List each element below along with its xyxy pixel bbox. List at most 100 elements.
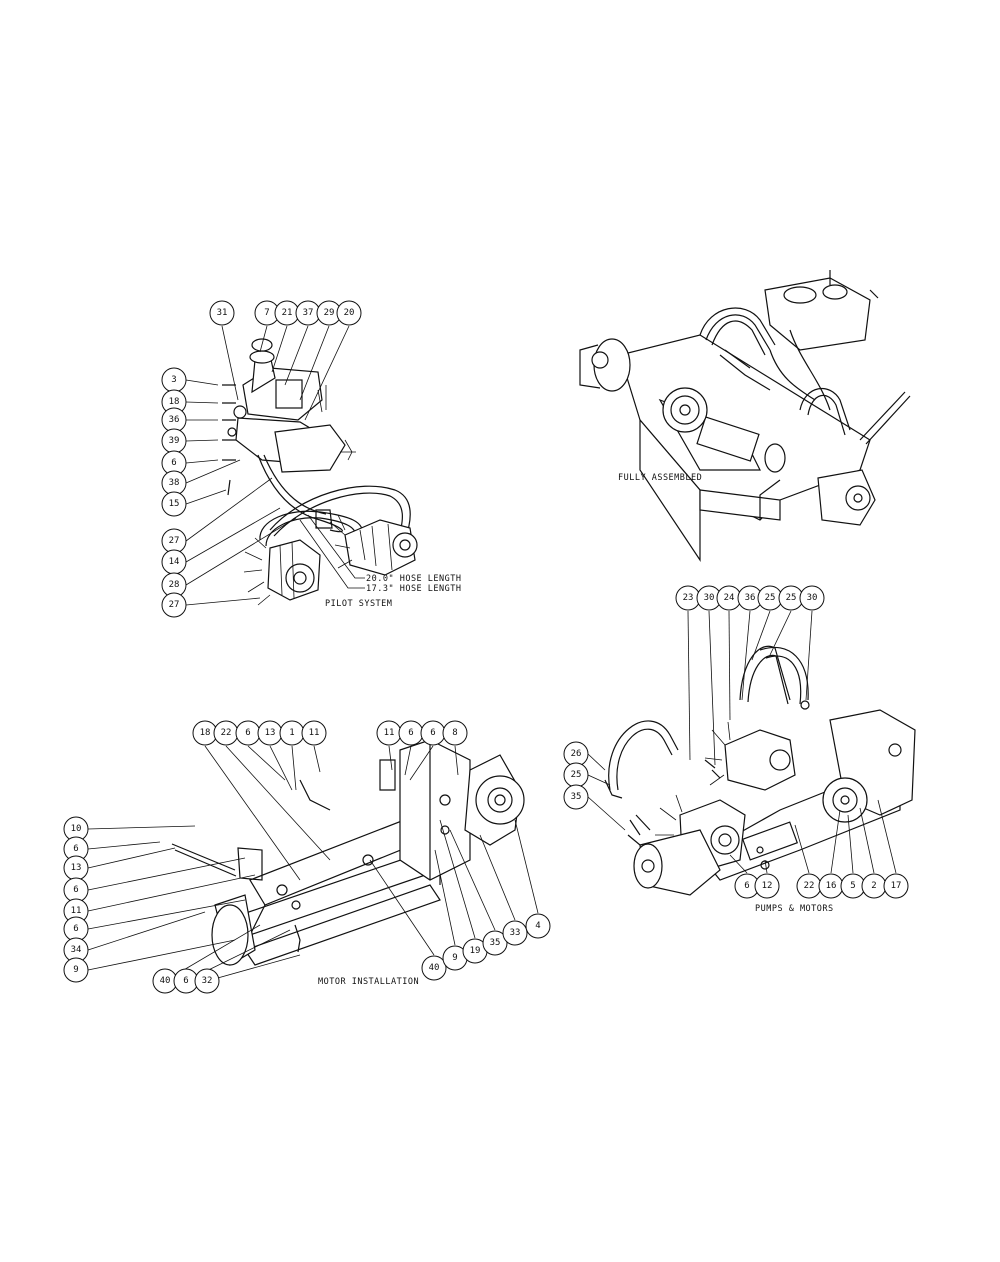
motor-drawing [171,739,525,966]
pumps-callout-bubble: 25 [757,585,783,611]
pumps-callout-number: 23 [683,593,694,603]
motor-callout-number: 13 [265,728,276,738]
pilot-callout-number: 3 [171,375,176,385]
pilot-callout-bubble: 39 [161,428,187,454]
motor-callout-bubble: 6 [235,720,261,746]
pumps-callout-bubble: 23 [675,585,701,611]
motor-callout-number: 32 [202,976,213,986]
motor-callout-bubble: 32 [194,968,220,994]
pilot-callout-number: 27 [169,536,180,546]
pumps-callout-bubble: 35 [563,784,589,810]
motor-callout-number: 11 [384,728,395,738]
pumps-callout-bubble: 17 [883,873,909,899]
pilot-callout-number: 38 [169,478,180,488]
pilot-callout-bubble: 15 [161,491,187,517]
pilot-callout-number: 29 [324,308,335,318]
pumps-callout-bubble: 30 [799,585,825,611]
pilot-callout-number: 6 [171,458,176,468]
motor-callout-bubble: 8 [442,720,468,746]
pilot-callout-bubble: 27 [161,528,187,554]
motor-callout-number: 6 [73,844,78,854]
pumps-callout-bubble: 24 [716,585,742,611]
fully-assembled-view: FULLY ASSEMBLED [579,270,911,562]
pilot-callout-number: 39 [169,436,180,446]
pumps-callout-bubble: 26 [563,741,589,767]
pumps-callout-number: 22 [804,881,815,891]
motor-callout-bubble: 18 [192,720,218,746]
pilot-callout-bubble: 28 [161,572,187,598]
pilot-callout-number: 36 [169,415,180,425]
motor-callout-number: 19 [470,946,481,956]
view-caption-fully-assembled: FULLY ASSEMBLED [618,473,702,483]
view-caption-pilot-system: PILOT SYSTEM [325,599,392,609]
motor-callout-number: 9 [452,953,457,963]
pumps-motors-view: 23 30 24 36 25 25 30 26 25 35 6 12 22 16… [563,585,916,914]
motor-callout-bubble: 1 [279,720,305,746]
motor-callout-number: 6 [183,976,188,986]
motor-callout-bubble: 10 [63,816,89,842]
assembled-drawing [579,270,911,562]
pumps-leaders [587,610,897,874]
pumps-callout-number: 36 [745,593,756,603]
pumps-callout-number: 30 [704,593,715,603]
motor-callout-number: 13 [71,863,82,873]
pumps-drawing [604,645,916,896]
motor-callout-number: 11 [71,906,82,916]
motor-callout-number: 34 [71,945,82,955]
motor-callout-bubble: 11 [301,720,327,746]
motor-callout-bubble: 40 [421,955,447,981]
motor-callout-number: 6 [73,885,78,895]
motor-callout-bubble: 34 [63,937,89,963]
motor-callout-bubble: 40 [152,968,178,994]
motor-callout-bubble: 6 [63,916,89,942]
pumps-callout-bubble: 16 [818,873,844,899]
pilot-system-view: 31 7 21 37 29 20 3 18 36 39 6 38 15 27 1… [161,300,462,618]
pilot-callout-bubble: 38 [161,470,187,496]
pilot-callout-number: 27 [169,600,180,610]
pilot-callout-bubble: 20 [336,300,362,326]
pilot-callout-bubble: 6 [161,450,187,476]
motor-callout-number: 4 [535,921,540,931]
motor-callout-bubble: 13 [63,855,89,881]
motor-callouts: 18 22 6 13 1 11 11 6 6 8 10 6 13 6 11 6 … [63,720,551,994]
pumps-callout-number: 25 [765,593,776,603]
pilot-callout-bubble: 21 [274,300,300,326]
pumps-callout-bubble: 12 [754,873,780,899]
motor-callout-number: 10 [71,824,82,834]
view-caption-motor-installation: MOTOR INSTALLATION [318,977,419,987]
motor-callout-number: 40 [429,963,440,973]
motor-callout-bubble: 6 [420,720,446,746]
motor-callout-bubble: 35 [482,930,508,956]
pilot-callout-number: 15 [169,499,180,509]
motor-callout-number: 9 [73,965,78,975]
motor-callout-bubble: 6 [63,877,89,903]
pilot-callout-number: 21 [282,308,293,318]
pilot-callout-number: 18 [169,397,180,407]
pilot-callout-bubble: 27 [161,592,187,618]
pumps-callout-number: 16 [826,881,837,891]
pilot-drawing [222,338,418,606]
view-caption-pumps-motors: PUMPS & MOTORS [755,904,834,914]
motor-callout-number: 6 [430,728,435,738]
motor-callout-bubble: 4 [525,913,551,939]
pilot-callout-bubble: 37 [295,300,321,326]
pilot-callout-number: 7 [264,308,269,318]
pumps-callout-number: 17 [891,881,902,891]
motor-callout-number: 8 [452,728,457,738]
pilot-callouts: 31 7 21 37 29 20 3 18 36 39 6 38 15 27 1… [161,300,362,618]
pumps-callout-number: 12 [762,881,773,891]
pumps-callout-bubble: 25 [563,762,589,788]
pumps-callout-number: 26 [571,749,582,759]
motor-callout-bubble: 13 [257,720,283,746]
pilot-callout-number: 28 [169,580,180,590]
motor-callout-number: 22 [221,728,232,738]
pilot-callout-bubble: 14 [161,549,187,575]
pumps-callout-number: 6 [744,881,749,891]
motor-callout-number: 6 [73,924,78,934]
pilot-callout-bubble: 31 [209,300,235,326]
pilot-callout-number: 31 [217,308,228,318]
hose-length-note: 20.0" HOSE LENGTH [366,574,462,584]
motor-callout-bubble: 6 [398,720,424,746]
pumps-callout-bubble: 2 [861,873,887,899]
